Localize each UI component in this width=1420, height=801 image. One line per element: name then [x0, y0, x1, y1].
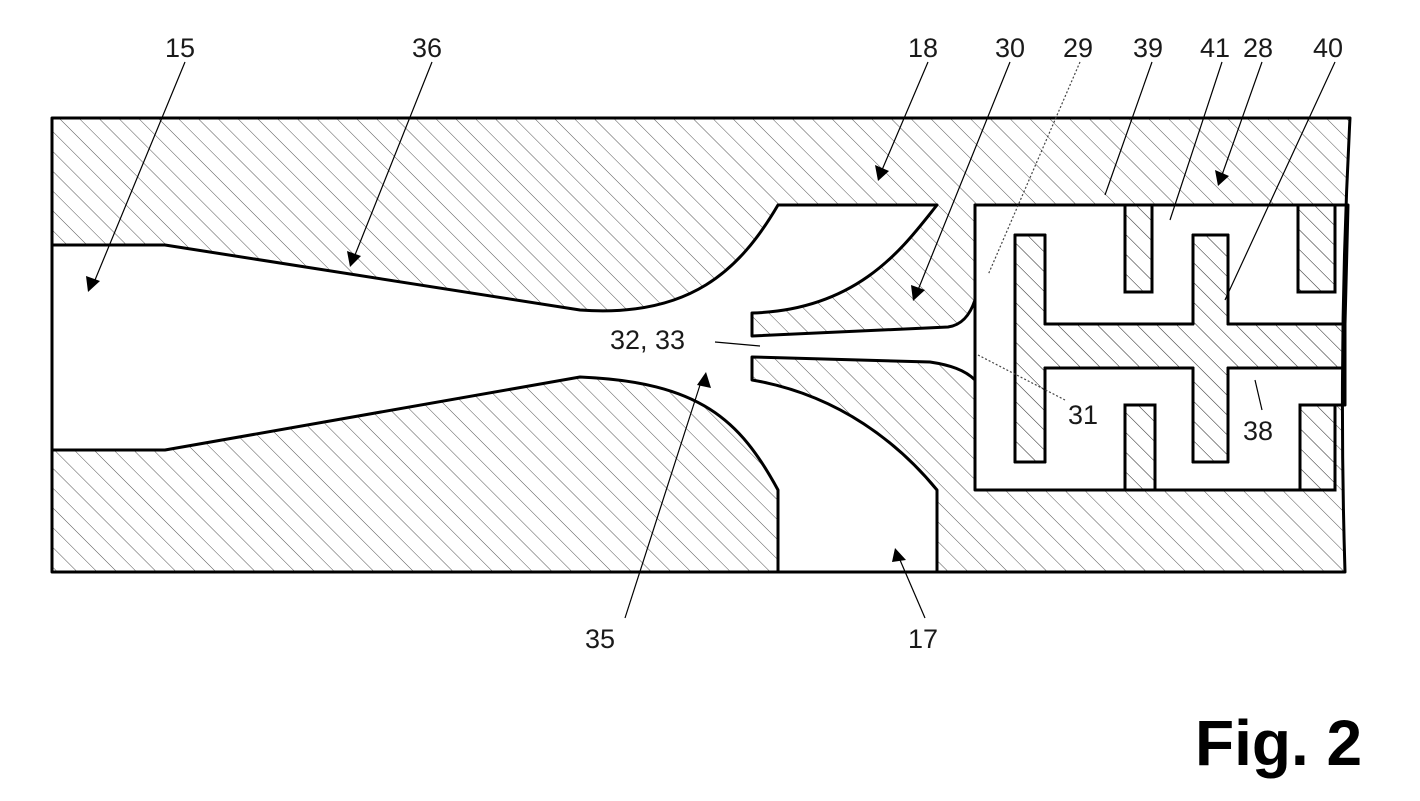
- label-32-33: 32, 33: [610, 325, 685, 355]
- label-17: 17: [908, 624, 938, 654]
- label-30: 30: [995, 33, 1025, 63]
- label-31: 31: [1068, 400, 1098, 430]
- label-40: 40: [1313, 33, 1343, 63]
- label-39: 39: [1133, 33, 1163, 63]
- label-36: 36: [412, 33, 442, 63]
- figure-label: Fig. 2: [1195, 707, 1362, 779]
- label-38: 38: [1243, 416, 1273, 446]
- label-28: 28: [1243, 33, 1273, 63]
- label-35: 35: [585, 624, 615, 654]
- label-18: 18: [908, 33, 938, 63]
- label-29: 29: [1063, 33, 1093, 63]
- label-15: 15: [165, 33, 195, 63]
- label-41: 41: [1200, 33, 1230, 63]
